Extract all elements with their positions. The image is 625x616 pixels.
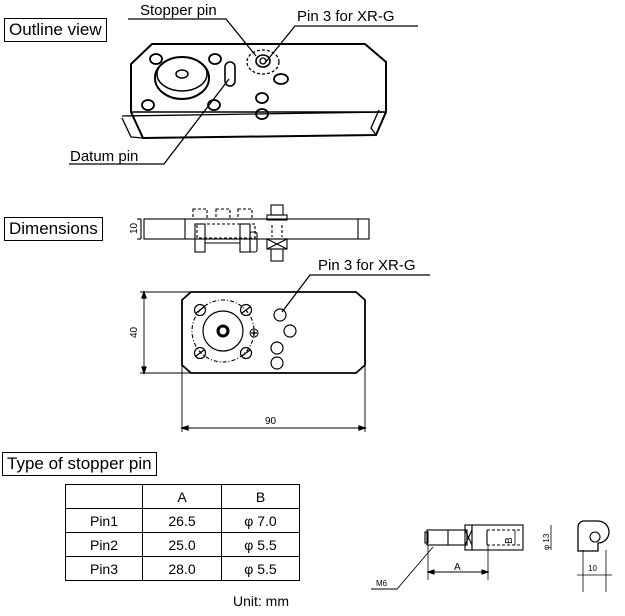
top-view-drawing: [140, 274, 430, 432]
table-header-cell: B: [221, 484, 300, 509]
table-cell: Pin3: [65, 556, 143, 581]
pin-width-dimension: 10: [588, 564, 597, 573]
table-cell: φ 7.0: [221, 508, 300, 533]
table-cell: φ 5.5: [221, 532, 300, 557]
table-header-cell: [65, 484, 143, 509]
table-cell: 25.0: [142, 532, 222, 557]
table-header-cell: A: [142, 484, 222, 509]
pin3-xrg-dim-callout: Pin 3 for XR-G: [318, 257, 416, 274]
table-cell: φ 5.5: [221, 556, 300, 581]
dimensions-title: Dimensions: [4, 217, 103, 241]
outline-view-title: Outline view: [4, 18, 107, 42]
pin-diameter-dimension: φ 13: [542, 533, 551, 550]
thickness-dimension: 10: [129, 222, 140, 234]
table-cell: 28.0: [142, 556, 222, 581]
datum-pin-callout: Datum pin: [70, 148, 138, 165]
pin3-xrg-callout: Pin 3 for XR-G: [297, 8, 395, 25]
thread-label: M6: [376, 579, 388, 588]
pin-detail-drawing: [371, 520, 612, 592]
pin-b-dimension: B: [504, 537, 515, 544]
stopper-type-title: Type of stopper pin: [2, 452, 157, 476]
table-cell: 26.5: [142, 508, 222, 533]
table-row: Pin1 26.5 φ 7.0: [65, 508, 300, 533]
unit-label: Unit: mm: [233, 593, 289, 609]
stopper-pin-callout: Stopper pin: [140, 2, 217, 19]
height-dimension: 40: [129, 326, 140, 338]
table-cell: Pin1: [65, 508, 143, 533]
outline-view-drawing: [69, 18, 418, 165]
width-dimension: 90: [265, 416, 277, 427]
table-header-row: A B: [65, 484, 300, 509]
stopper-pin-table: A B Pin1 26.5 φ 7.0 Pin2 25.0 φ 5.5 Pin3…: [65, 484, 300, 581]
table-row: Pin3 28.0 φ 5.5: [65, 556, 300, 581]
table-cell: Pin2: [65, 532, 143, 557]
pin-a-dimension: A: [454, 562, 461, 573]
table-row: Pin2 25.0 φ 5.5: [65, 532, 300, 557]
side-view-drawing: [137, 204, 370, 262]
